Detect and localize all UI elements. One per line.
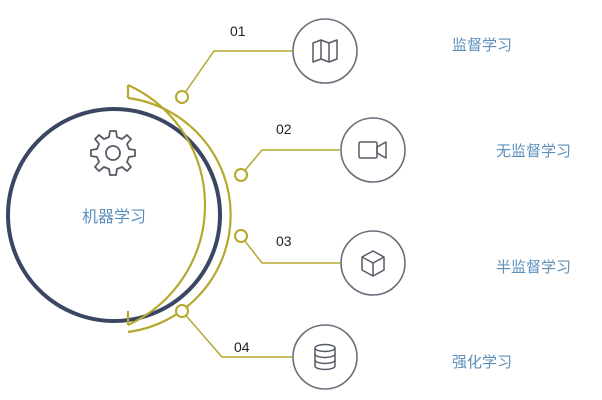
branch-number-03: 03 (276, 233, 292, 249)
map-icon (312, 39, 338, 63)
node-01 (175, 90, 189, 104)
node-02 (234, 168, 248, 182)
connector-03 (240, 235, 340, 264)
gear-icon (90, 130, 136, 176)
icon-circle-01 (292, 18, 358, 84)
connector-02 (240, 149, 340, 176)
branch-label-03: 半监督学习 (496, 258, 571, 276)
node-04 (175, 304, 189, 318)
branch-label-04: 强化学习 (452, 353, 512, 371)
icon-circle-02 (340, 117, 406, 183)
branch-number-02: 02 (276, 121, 292, 137)
database-icon (314, 343, 336, 371)
node-03 (234, 229, 248, 243)
connector-01 (181, 50, 292, 98)
main-circle (6, 107, 222, 323)
accent-arc-inner (127, 96, 232, 334)
connector-04 (181, 310, 292, 358)
branch-label-01: 监督学习 (452, 36, 512, 54)
branch-number-01: 01 (230, 23, 246, 39)
video-camera-icon (358, 141, 387, 159)
center-label: 机器学习 (82, 207, 146, 226)
cube-icon (361, 250, 385, 277)
branch-label-02: 无监督学习 (496, 142, 571, 160)
branch-number-04: 04 (234, 339, 250, 355)
